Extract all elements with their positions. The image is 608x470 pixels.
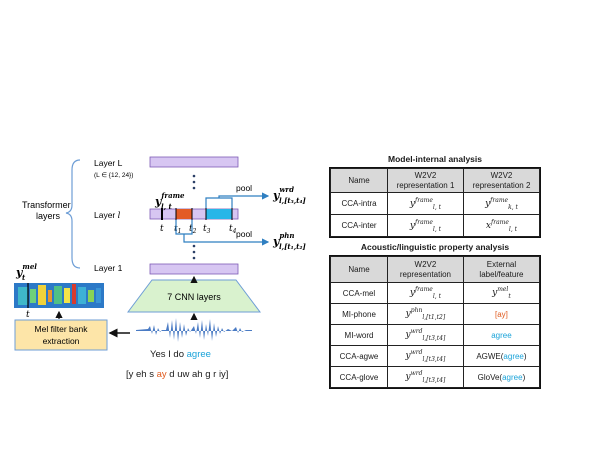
layer-bottom-label: Layer 1 bbox=[94, 263, 123, 273]
phones-prefix: [y eh s bbox=[126, 369, 157, 380]
layer-top-bar bbox=[149, 156, 239, 168]
table2-header: Name bbox=[330, 256, 388, 283]
ext-cell: [ay] bbox=[462, 303, 541, 325]
pool-phone-label: pool bbox=[236, 229, 252, 239]
ellipsis-dot bbox=[192, 174, 196, 178]
rep-cell: ywrdl,[t3,t4] bbox=[387, 345, 464, 367]
table-row: MI-word ywrdl,[t3,t4] agree bbox=[330, 324, 541, 346]
table1-title: Model-internal analysis bbox=[388, 154, 482, 164]
table1-header: W2V2 representation 1 bbox=[387, 168, 464, 193]
layer-top-sub: (L ∈ {12, 24}) bbox=[94, 172, 133, 179]
layer-mid-bar bbox=[149, 208, 239, 220]
table2: Name W2V2 representation External label/… bbox=[329, 255, 541, 389]
row-name: MI-phone bbox=[330, 303, 388, 325]
table2-title: Acoustic/linguistic property analysis bbox=[360, 242, 510, 252]
sentence: Yes I do agree bbox=[150, 349, 211, 360]
mel-t-label: t bbox=[26, 310, 30, 320]
pool-word-label: pool bbox=[236, 183, 252, 193]
layer-top-label: Layer L bbox=[94, 158, 123, 168]
tick-t2: t2 bbox=[189, 224, 197, 235]
table2-header: External label/feature bbox=[462, 256, 541, 283]
phones-suffix: d uw ah g r iy] bbox=[166, 369, 229, 380]
melbank-line2: extraction bbox=[43, 336, 80, 346]
rep-cell: ywrdl,[t3,t4] bbox=[387, 324, 464, 346]
row-name: CCA-intra bbox=[330, 192, 388, 215]
rep-cell: yframel, t bbox=[387, 192, 464, 215]
table-row: CCA-intra yframel, t yframek, t bbox=[330, 192, 540, 215]
cnn-block bbox=[127, 279, 261, 313]
transformer-label-line2: layers bbox=[36, 211, 61, 221]
table-row: CCA-agwe ywrdl,[t3,t4] AGWE(agree) bbox=[330, 345, 541, 367]
table-row: CCA-inter yframel, t xframel, t bbox=[330, 214, 540, 237]
table-row: MI-phone yphnl,[t1,t2] [ay] bbox=[330, 303, 541, 325]
row-name: MI-word bbox=[330, 324, 388, 346]
phones-highlight: ay bbox=[156, 369, 167, 380]
word-segment bbox=[206, 209, 232, 219]
rep-cell: yframek, t bbox=[463, 192, 540, 215]
tick-t4: t4 bbox=[229, 224, 237, 235]
sentence-prefix: Yes I do bbox=[150, 349, 187, 360]
table-row: CCA-glove ywrdl,[t3,t4] GloVe(agree) bbox=[330, 366, 541, 388]
transformer-label-line1: Transformer bbox=[22, 200, 71, 210]
table1-header: Name bbox=[330, 168, 388, 193]
table1: Name W2V2 representation 1 W2V2 represen… bbox=[329, 167, 541, 238]
row-name: CCA-agwe bbox=[330, 345, 388, 367]
melbank-line1: Mel filter bank bbox=[35, 324, 89, 334]
table2-header-row: Name W2V2 representation External label/… bbox=[330, 256, 541, 283]
layer-mid-label: Layer l bbox=[94, 210, 121, 221]
row-name: CCA-inter bbox=[330, 214, 388, 237]
sentence-highlight: agree bbox=[186, 349, 211, 360]
ellipsis-dot bbox=[192, 180, 196, 184]
rep-cell: ywrdl,[t3,t4] bbox=[387, 366, 464, 388]
melbank-box bbox=[14, 319, 108, 351]
tick-t1: t1 bbox=[174, 224, 181, 235]
phone-segment bbox=[176, 209, 192, 219]
cnn-label: 7 CNN layers bbox=[167, 292, 221, 302]
ellipsis-dot bbox=[192, 244, 196, 248]
ext-cell: GloVe(agree) bbox=[462, 366, 541, 388]
layer-bottom-bar bbox=[149, 263, 239, 275]
table1-header: W2V2 representation 2 bbox=[463, 168, 540, 193]
table1-header-row: Name W2V2 representation 1 W2V2 represen… bbox=[330, 168, 540, 193]
tick-t: t bbox=[160, 224, 164, 234]
ext-cell: AGWE(agree) bbox=[462, 345, 541, 367]
rep-cell: xframel, t bbox=[463, 214, 540, 237]
rep-cell: yframel, t bbox=[387, 282, 464, 304]
spectrogram bbox=[14, 283, 104, 308]
rep-cell: yframel, t bbox=[387, 214, 464, 237]
pool-phone-arrow bbox=[175, 220, 268, 242]
phone-sequence: [y eh s ay d uw ah g r iy] bbox=[126, 369, 228, 380]
tick-t3: t3 bbox=[203, 224, 211, 235]
table-row: CCA-mel yframel, t ymelt bbox=[330, 282, 541, 304]
ext-cell: agree bbox=[462, 324, 541, 346]
ext-cell: ymelt bbox=[462, 282, 541, 304]
ellipsis-dot bbox=[192, 250, 196, 254]
row-name: CCA-glove bbox=[330, 366, 388, 388]
pool-word-arrow bbox=[205, 196, 268, 208]
ellipsis-dot bbox=[192, 186, 196, 190]
row-name: CCA-mel bbox=[330, 282, 388, 304]
curly-brace bbox=[65, 159, 81, 269]
waveform bbox=[136, 318, 252, 342]
rep-cell: yphnl,[t1,t2] bbox=[387, 303, 464, 325]
ellipsis-dot bbox=[192, 256, 196, 260]
table2-header: W2V2 representation bbox=[387, 256, 464, 283]
